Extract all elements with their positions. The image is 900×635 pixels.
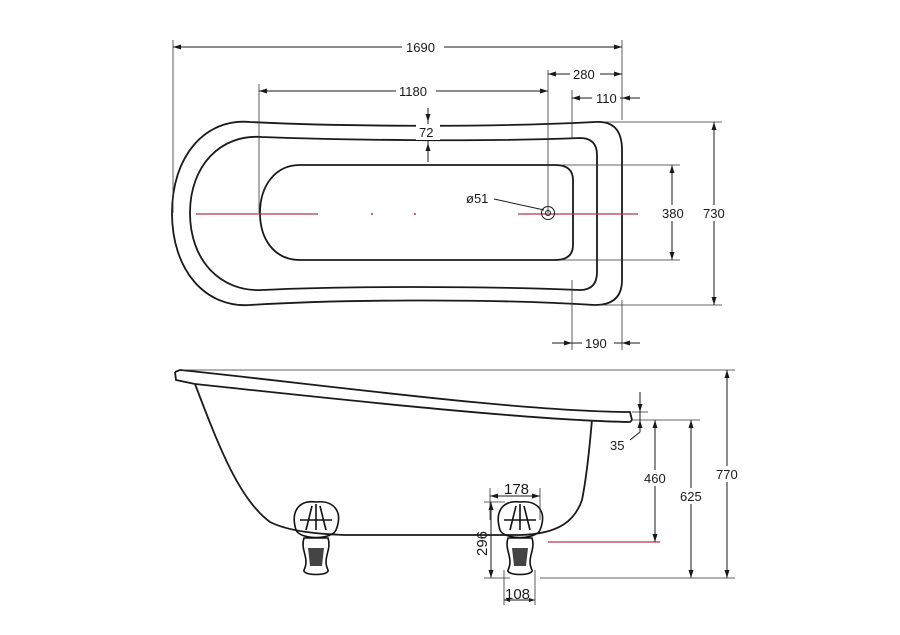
label-mask	[402, 38, 444, 54]
end-rim-label: 190	[585, 336, 607, 351]
right-claw-foot	[497, 501, 544, 576]
left-claw-foot	[293, 501, 340, 576]
arrow	[652, 420, 658, 428]
arrow	[532, 493, 540, 499]
overall-height-label: 770	[716, 467, 738, 482]
waste-leader	[493, 198, 545, 211]
arrow	[688, 420, 694, 428]
label-mask	[642, 470, 670, 486]
arrow	[652, 534, 658, 542]
rim-thickness-leader	[629, 431, 641, 441]
arrow	[173, 44, 181, 50]
arrow	[259, 88, 267, 94]
arrow	[724, 370, 730, 378]
foot-leg	[302, 537, 330, 576]
label-mask	[592, 90, 620, 106]
foot-width-label: 178	[504, 481, 529, 498]
arrow	[669, 165, 675, 173]
tub-rim-underside	[174, 371, 633, 423]
arrow	[622, 95, 630, 101]
elevation-view: 178 296 108 35 460 625	[174, 369, 743, 605]
label-mask	[715, 466, 743, 482]
rim-offset-label: 110	[596, 91, 617, 106]
label-mask	[582, 335, 614, 351]
tub-rim-inner-outline	[189, 136, 598, 291]
arrow	[540, 88, 548, 94]
centerline-dot-1	[371, 213, 373, 215]
arrow	[488, 570, 494, 578]
arrow	[572, 95, 580, 101]
arrow	[724, 570, 730, 578]
arrow	[564, 340, 572, 346]
tub-outer-outline	[171, 120, 623, 306]
arrow	[711, 297, 717, 305]
foot-shading	[308, 548, 324, 566]
tub-basin-outline	[259, 164, 574, 261]
label-mask	[416, 124, 440, 140]
arrow	[548, 71, 556, 77]
arrow	[504, 598, 510, 602]
waste-offset-label: 280	[573, 67, 595, 82]
foot-shading	[512, 548, 528, 566]
overall-length-label: 1690	[406, 40, 435, 55]
rim-thickness-label: 35	[610, 438, 624, 453]
arrow	[425, 114, 431, 122]
waste-diameter-label: ø51	[466, 191, 488, 206]
rim-width-label: 72	[419, 125, 433, 140]
arrow	[711, 122, 717, 130]
centerline-dot-2	[414, 213, 416, 215]
inner-width-label: 380	[662, 206, 684, 221]
plan-view: ø51 1690 1180 280 110 72	[171, 38, 730, 351]
foot-fan	[300, 504, 332, 531]
foot-fan	[504, 504, 536, 531]
tub-body	[194, 383, 593, 536]
arrow	[614, 44, 622, 50]
rim-height-label: 625	[680, 489, 702, 504]
inner-length-label: 1180	[399, 84, 427, 99]
arrow	[688, 570, 694, 578]
arrow	[490, 493, 498, 499]
label-mask	[396, 82, 436, 98]
arrow	[637, 404, 643, 412]
label-mask	[702, 205, 730, 221]
arrow	[669, 252, 675, 260]
tub-rim-top	[174, 369, 633, 421]
arrow	[529, 598, 535, 602]
arrow	[637, 420, 643, 428]
arrow	[488, 502, 494, 510]
inner-depth-label: 460	[644, 471, 666, 486]
foot-height-label: 296	[474, 531, 491, 556]
foot-leg	[506, 537, 534, 576]
arrow	[622, 340, 630, 346]
label-mask	[570, 66, 600, 82]
label-mask	[679, 488, 707, 504]
overall-width-label: 730	[703, 206, 725, 221]
arrow	[425, 143, 431, 151]
arrow	[614, 71, 622, 77]
label-mask	[660, 205, 688, 221]
foot-base-label: 108	[505, 586, 530, 603]
